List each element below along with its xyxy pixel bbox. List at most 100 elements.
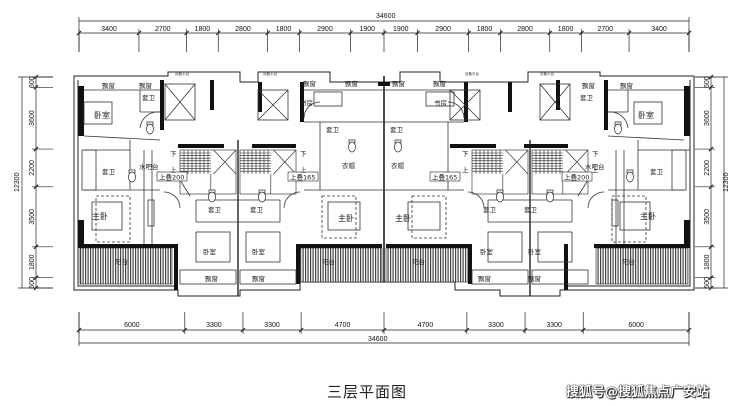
stair-up-label: 上 (300, 165, 307, 174)
dimension-label: 600 (704, 277, 711, 289)
label-bay-window: 飘窗 (345, 79, 358, 88)
level-tag-165: 上叠165 (290, 173, 315, 182)
label-bedroom: 卧室 (252, 247, 266, 256)
dimension-label: 4700 (335, 322, 351, 329)
stair-up-label: 上 (592, 165, 599, 174)
level-tag-200: 上叠200 (159, 173, 184, 182)
stair-down-label: 下 (462, 150, 469, 158)
toilet-icon (626, 169, 634, 183)
dimension-label: 2200 (29, 160, 36, 176)
partitions (81, 83, 690, 285)
dimension-label: 3600 (704, 110, 711, 126)
label-ensuite: 套卫 (524, 205, 538, 214)
dimension-label: 3400 (101, 26, 117, 33)
label-ensuite: 套卫 (102, 167, 116, 176)
dimension-slash (708, 146, 714, 152)
label-balcony: 阳台 (412, 257, 425, 266)
dimension-label: 3300 (546, 322, 562, 329)
dimension-label: 600 (29, 76, 36, 88)
dimension-slash (708, 285, 714, 291)
structural-walls (78, 80, 690, 290)
dimension-label: 600 (29, 277, 36, 289)
label-equipment: 设备平台 (263, 71, 277, 76)
dimension-slash (296, 30, 302, 36)
dimension-label: 3300 (488, 322, 504, 329)
label-balcony: 阳台 (322, 257, 335, 266)
dimension-label: 6000 (124, 322, 140, 329)
dimension-slash (136, 30, 142, 36)
stair-up-label: 上 (462, 165, 469, 174)
stair-down-label: 下 (300, 150, 307, 158)
label-bay-window: 飘窗 (620, 81, 633, 90)
dimension-label: 3500 (29, 209, 36, 225)
left-dimension-lines (18, 74, 53, 291)
dimension-slash (215, 30, 221, 36)
dimension-slash (381, 30, 387, 36)
dimension-label: 600 (704, 76, 711, 88)
dimension-label: 1800 (195, 26, 211, 33)
dimension-slash (626, 30, 632, 36)
label-bedroom: 卧室 (528, 247, 542, 256)
staircase (239, 149, 297, 195)
dimension-label: 3300 (206, 322, 222, 329)
balconies (79, 247, 689, 285)
dimension-label: 2900 (435, 26, 451, 33)
label-bay-window: 飘窗 (303, 79, 316, 88)
label-bedroom: 卧室 (94, 110, 110, 120)
dimension-slash (76, 327, 82, 333)
dimension-label: 4700 (418, 322, 434, 329)
dimension-slash (265, 30, 271, 36)
dimension-slash (708, 84, 714, 90)
label-bay-window: 飘窗 (528, 274, 541, 283)
dimension-label: 1800 (558, 26, 574, 33)
staircase (179, 149, 237, 195)
dimension-label: 2700 (597, 26, 613, 33)
label-ensuite: 套卫 (390, 125, 404, 134)
dimension-slash (33, 244, 39, 250)
dimension-label: 3400 (651, 26, 667, 33)
label-ensuite: 套卫 (650, 167, 664, 176)
dimension-label: 6000 (628, 322, 644, 329)
label-master: 主卧 (640, 211, 656, 221)
label-bedroom: 卧室 (203, 247, 217, 256)
toilet-icon (128, 169, 136, 183)
balcony-1 (79, 247, 173, 285)
dimension-slash (708, 74, 714, 80)
label-bay-window: 飘窗 (205, 274, 218, 283)
dimension-slash (33, 146, 39, 152)
staircase (471, 149, 529, 195)
dimension-slash (579, 30, 584, 36)
dimension-slash (522, 327, 528, 333)
stair-down-label: 下 (170, 150, 177, 158)
dimension-slash (547, 30, 553, 36)
dimension-slash (580, 327, 586, 333)
dimension-label: 3300 (264, 322, 280, 329)
toilet-icon (258, 189, 266, 203)
dimension-slash (348, 30, 353, 36)
label-bedroom: 卧室 (638, 110, 654, 120)
dimension-label: 2900 (317, 26, 333, 33)
dimension-slash (298, 327, 304, 333)
label-balcony: 阳台 (115, 257, 128, 266)
label-ensuite: 套卫 (142, 93, 156, 102)
label-study: 书房 (434, 98, 447, 107)
dimension-label: 1800 (477, 26, 493, 33)
label-bay-window: 飘窗 (392, 79, 405, 88)
label-ensuite: 套卫 (326, 125, 340, 134)
dimension-slash (33, 275, 39, 281)
label-master: 主卧 (395, 213, 411, 223)
drawing-title: 三层平面图 (327, 383, 408, 401)
label-bay-window: 飘窗 (433, 79, 446, 88)
dimension-label: 1900 (393, 26, 409, 33)
label-water-bar: 水吧台 (139, 162, 159, 171)
toilet-icon (208, 189, 216, 203)
label-bay-window: 飘窗 (478, 274, 491, 283)
toilet-icon (496, 189, 504, 203)
toilet-icon (348, 139, 356, 153)
label-equipment: 设备平台 (540, 71, 554, 76)
dimension-label: 1900 (359, 26, 375, 33)
watermark: 搜狐号@搜狐焦点广安站 (566, 385, 710, 400)
right-dimension-lines (695, 74, 728, 291)
dimension-slash (708, 184, 714, 190)
